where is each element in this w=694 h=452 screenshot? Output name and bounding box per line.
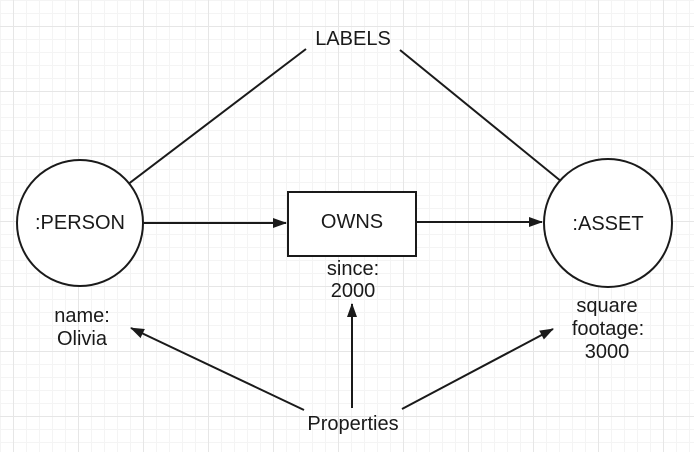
asset-property-line1: square [576,295,637,317]
relationship-property-line1: since: [327,258,379,280]
connector-labels-to-asset[interactable] [399,49,590,205]
connector-properties-to-footage[interactable] [401,328,554,410]
asset-property-line2: footage: [572,318,644,340]
asset-properties-text[interactable]: square footage: 3000 [572,295,644,363]
asset-node[interactable] [543,158,673,288]
labels-annotation-text[interactable]: LABELS [315,28,391,50]
properties-annotation-text[interactable]: Properties [307,413,398,435]
person-node-label: :PERSON [35,212,125,234]
relationship-property-line2: 2000 [331,280,376,302]
relationship-properties-text[interactable]: since: 2000 [327,258,379,302]
asset-node-label: :ASSET [572,213,643,235]
person-property-line1: name: [54,305,110,327]
owns-relationship-label: OWNS [321,211,383,233]
owns-relationship-box[interactable] [287,191,417,257]
connector-properties-to-name[interactable] [130,327,305,411]
asset-property-line3: 3000 [585,341,630,363]
person-properties-text[interactable]: name: Olivia [54,305,110,350]
person-node[interactable] [16,159,144,287]
connector-labels-to-person[interactable] [101,48,307,205]
person-property-line2: Olivia [57,328,108,350]
